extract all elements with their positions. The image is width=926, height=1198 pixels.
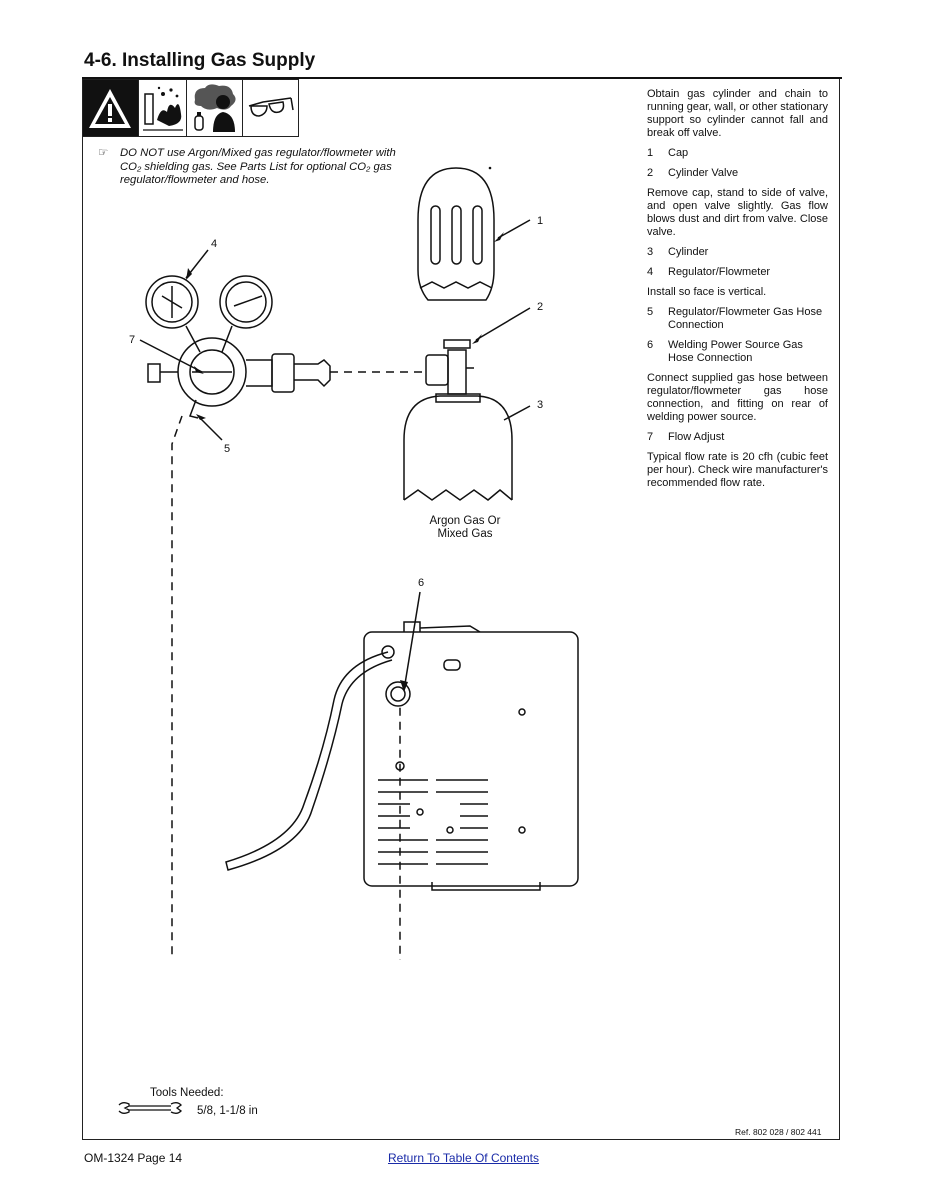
- gas-hose: [225, 651, 393, 871]
- instruction-intro: Obtain gas cylinder and chain to running…: [647, 88, 828, 139]
- reference-number: Ref. 802 028 / 802 441: [735, 1127, 822, 1137]
- cylinder-caption: Argon Gas Or Mixed Gas: [400, 515, 530, 541]
- tools-heading: Tools Needed:: [150, 1087, 224, 1099]
- section-title: 4-6. Installing Gas Supply: [84, 50, 316, 71]
- regulator-flowmeter: [145, 275, 331, 419]
- callout-1: 1: [537, 215, 543, 227]
- legend-label: Cylinder Valve: [668, 167, 739, 179]
- return-to-toc-link[interactable]: Return To Table Of Contents: [388, 1151, 539, 1165]
- legend-number: 2: [647, 167, 654, 179]
- legend-label: Regulator/Flowmeter Gas Hose Connection: [668, 306, 823, 331]
- instruction-paragraph: Connect supplied gas hose between regula…: [647, 372, 828, 423]
- legend-item-7: 7 Flow Adjust: [647, 431, 828, 444]
- legend-item-5: 5 Regulator/Flowmeter Gas Hose Connection: [647, 306, 828, 332]
- callout-3: 3: [537, 399, 543, 411]
- instruction-paragraph: Typical flow rate is 20 cfh (cubic feet …: [647, 451, 828, 489]
- title-rule: [82, 77, 842, 79]
- legend-item-1: 1 Cap: [647, 147, 828, 160]
- legend-label: Cap: [668, 147, 689, 159]
- page-number: OM-1324 Page 14: [84, 1151, 183, 1165]
- gas-cylinder: [403, 339, 513, 501]
- fire-hazard-icon: [139, 80, 187, 136]
- safety-glasses-icon: [243, 80, 298, 136]
- caption-line-2: Mixed Gas: [437, 528, 493, 540]
- instructions-column: Obtain gas cylinder and chain to running…: [647, 88, 828, 497]
- legend-number: 5: [647, 306, 654, 318]
- callout-6: 6: [418, 577, 424, 589]
- content-frame: [82, 79, 840, 1140]
- legend-label: Welding Power Source Gas Hose Connection: [668, 339, 803, 364]
- callout-4: 4: [211, 238, 217, 250]
- fumes-hazard-icon: [187, 80, 243, 136]
- legend-item-4: 4 Regulator/Flowmeter: [647, 266, 828, 279]
- legend-item-2: 2 Cylinder Valve: [647, 167, 828, 180]
- safety-icons-strip: [82, 79, 299, 137]
- cylinder-cap: [417, 167, 495, 301]
- legend-number: 3: [647, 246, 654, 258]
- legend-label: Cylinder: [668, 246, 709, 258]
- legend-number: 6: [647, 339, 654, 351]
- legend-item-3: 3 Cylinder: [647, 246, 828, 259]
- pointing-hand-icon: ☞: [98, 147, 109, 159]
- tool-sizes: 5/8, 1-1/8 in: [197, 1105, 258, 1117]
- legend-label: Flow Adjust: [668, 431, 725, 443]
- gas-supply-diagram: 1 2 3 4 5 6 7: [129, 166, 579, 960]
- callout-5: 5: [224, 443, 230, 455]
- caution-note: ☞ DO NOT use Argon/Mixed gas regulator/f…: [98, 147, 400, 188]
- hose-route-dashed: [171, 371, 424, 960]
- caption-line-1: Argon Gas Or: [429, 515, 501, 527]
- legend-label: Regulator/Flowmeter: [668, 266, 771, 278]
- welding-power-source: [363, 621, 579, 891]
- callout-2: 2: [537, 301, 543, 313]
- warning-icon: [83, 80, 139, 136]
- instruction-paragraph: Remove cap, stand to side of valve, and …: [647, 187, 828, 238]
- note-text: DO NOT use Argon/Mixed gas regulator/flo…: [120, 147, 396, 186]
- instruction-paragraph: Install so face is vertical.: [647, 286, 767, 298]
- legend-item-6: 6 Welding Power Source Gas Hose Connectio…: [647, 339, 828, 365]
- legend-number: 1: [647, 147, 654, 159]
- legend-number: 7: [647, 431, 654, 443]
- wrench-icon: [118, 1102, 182, 1114]
- legend-number: 4: [647, 266, 654, 278]
- callout-7: 7: [129, 334, 135, 346]
